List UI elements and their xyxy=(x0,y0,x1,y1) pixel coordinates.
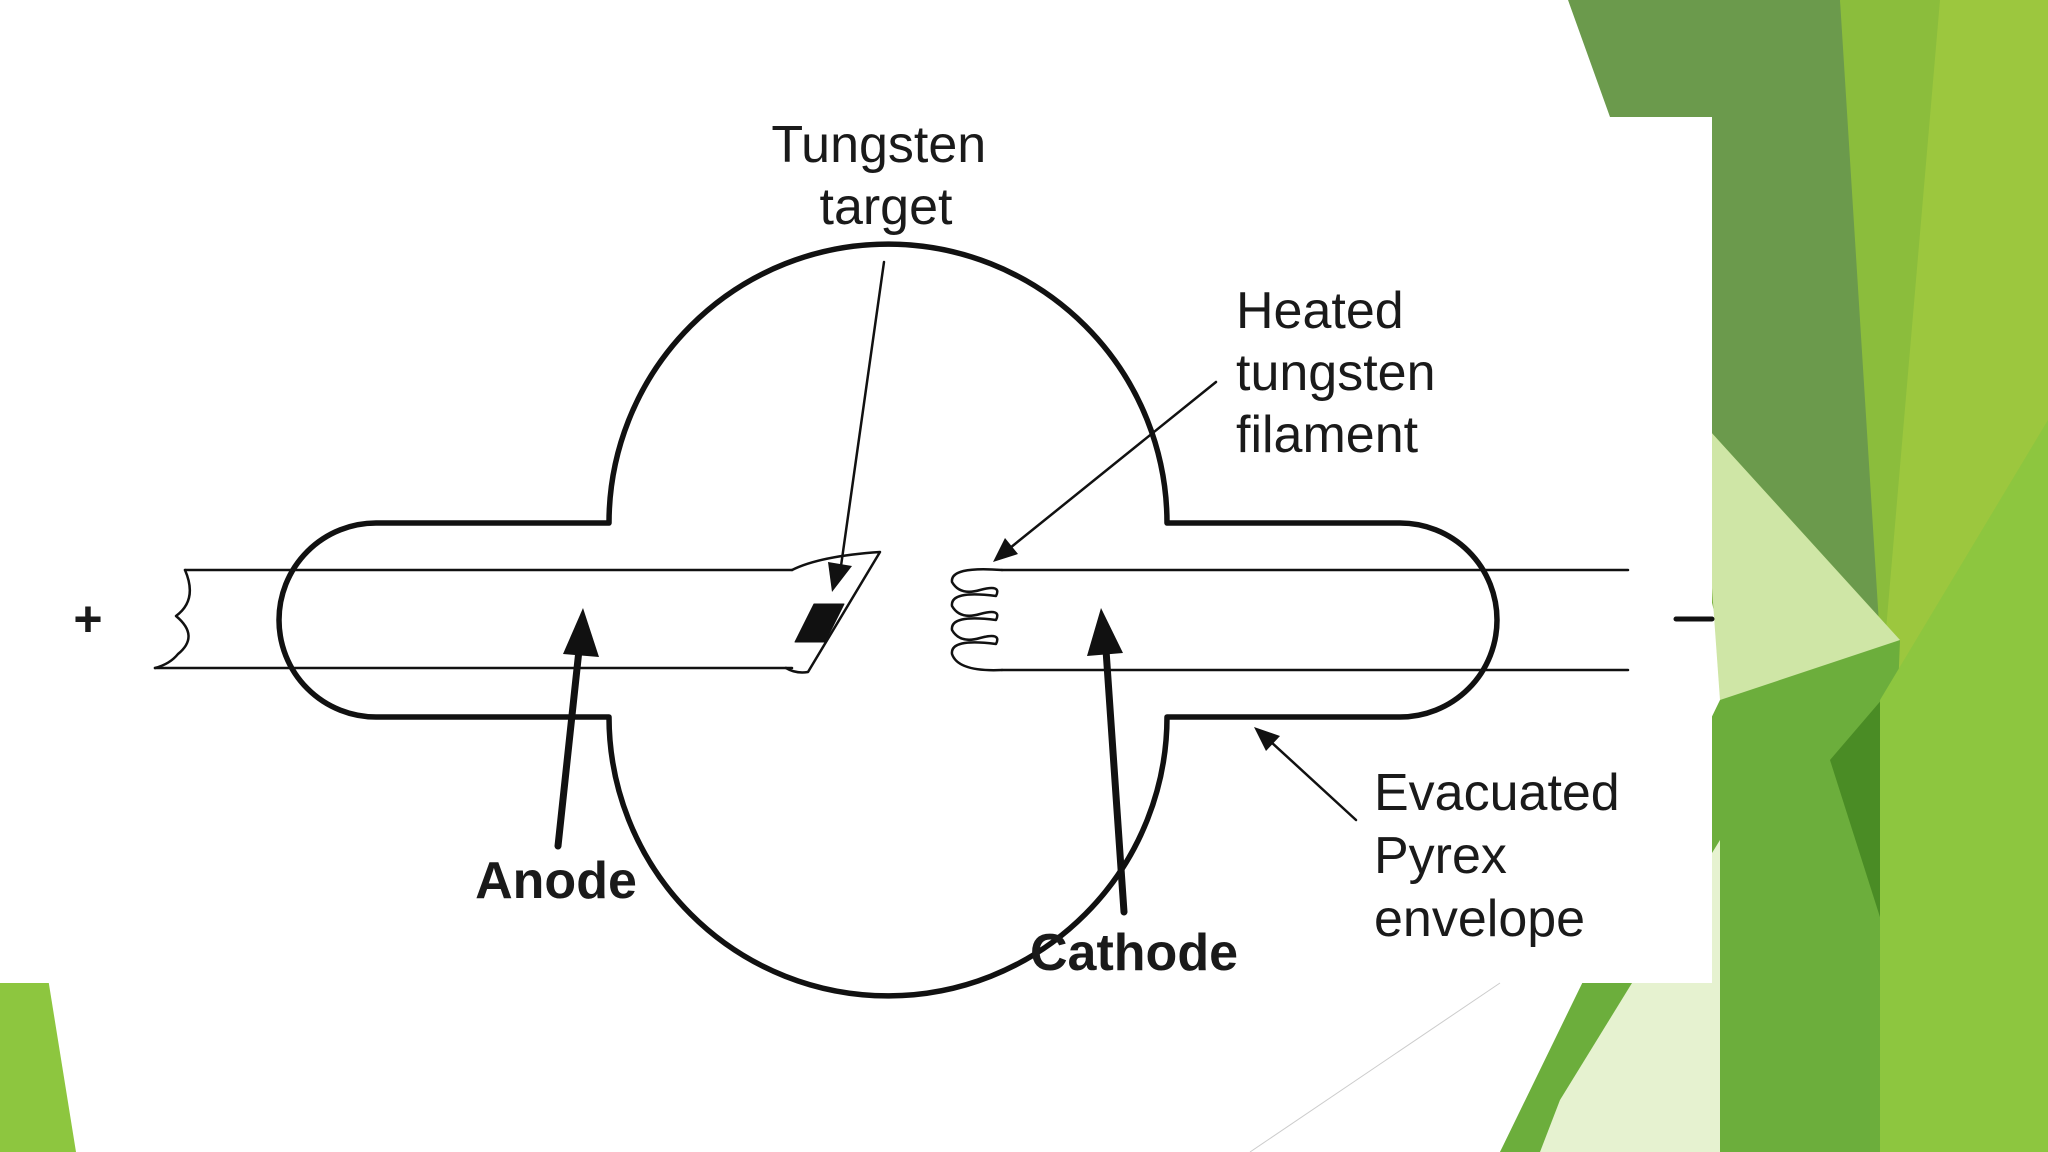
label-cathode: Cathode xyxy=(1030,924,1238,982)
xray-tube-diagram xyxy=(153,241,1715,999)
pyrex-envelope-outline xyxy=(276,241,1500,999)
arrow-evacuated-envelope xyxy=(1254,727,1358,822)
arrow-anode xyxy=(554,608,599,850)
tungsten-target-block xyxy=(794,603,845,643)
label-tungsten-target-line1: Tungsten xyxy=(771,116,986,174)
diagram-labels: + Tungsten target Heated tungsten filame… xyxy=(73,116,1634,982)
label-heated-filament-line2: tungsten xyxy=(1236,344,1436,402)
plus-sign: + xyxy=(73,591,102,647)
panel-top-left-white xyxy=(0,0,1610,117)
panel-bottom-white xyxy=(76,983,1500,1152)
thin-guide-line xyxy=(1249,982,1501,1152)
label-heated-filament-line3: filament xyxy=(1236,406,1419,464)
label-evacuated-envelope: Evacuated Pyrex envelope xyxy=(1374,764,1634,948)
anode-rod xyxy=(153,550,882,674)
label-anode: Anode xyxy=(475,852,637,910)
arrow-cathode xyxy=(1087,608,1128,916)
diagram-image-panel xyxy=(0,117,1712,983)
label-evacuated-envelope-line2: Pyrex xyxy=(1374,827,1507,885)
label-tungsten-target: Tungsten target xyxy=(771,116,1000,236)
label-heated-filament: Heated tungsten filament xyxy=(1236,282,1450,464)
label-tungsten-target-line2: target xyxy=(820,178,954,236)
label-heated-filament-line1: Heated xyxy=(1236,282,1404,340)
filament-coil xyxy=(950,568,1004,672)
arrow-heated-filament xyxy=(993,380,1218,562)
label-evacuated-envelope-line3: envelope xyxy=(1374,890,1585,948)
label-evacuated-envelope-line1: Evacuated xyxy=(1374,764,1620,822)
arrow-tungsten-target xyxy=(828,260,886,592)
